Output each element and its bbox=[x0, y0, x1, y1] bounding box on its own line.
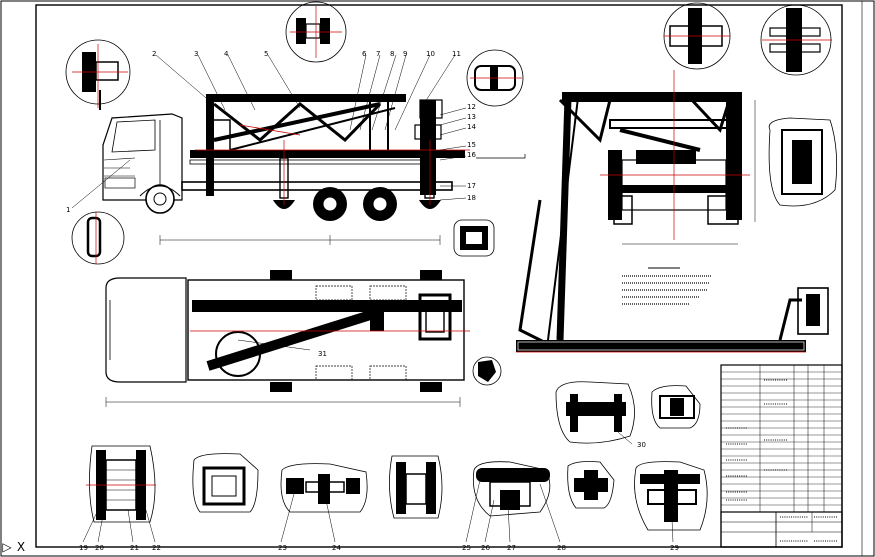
callout-2: 2 bbox=[152, 50, 156, 58]
callout-7: 7 bbox=[376, 50, 380, 58]
section-view-cross bbox=[567, 461, 615, 509]
section-view-26-28 bbox=[472, 461, 551, 517]
detail-circle-g bbox=[472, 356, 502, 386]
callout-15: 15 bbox=[467, 141, 476, 149]
truck-side-view bbox=[102, 94, 526, 245]
callout-12: 12 bbox=[467, 103, 476, 111]
section-view-29 bbox=[634, 461, 708, 531]
callout-20: 20 bbox=[95, 544, 104, 552]
truck-plan-view bbox=[105, 270, 470, 407]
callout-numbers-top: 1 2 3 4 5 6 7 8 9 10 11 12 13 14 15 16 1… bbox=[66, 50, 476, 214]
callout-27: 27 bbox=[507, 544, 516, 552]
callout-23: 23 bbox=[278, 544, 287, 552]
section-view-small bbox=[651, 385, 701, 429]
callout-28: 28 bbox=[557, 544, 566, 552]
detail-circle-c bbox=[466, 49, 524, 107]
callout-25: 25 bbox=[462, 544, 471, 552]
detail-circle-f bbox=[71, 211, 125, 265]
callout-11: 11 bbox=[452, 50, 461, 58]
callout-24: 24 bbox=[332, 544, 341, 552]
callout-13: 13 bbox=[467, 113, 476, 121]
callout-9: 9 bbox=[403, 50, 407, 58]
section-view-25 bbox=[389, 455, 443, 519]
parts-list-and-title-block bbox=[720, 364, 843, 548]
callout-26: 26 bbox=[481, 544, 490, 552]
detail-circle-a bbox=[65, 39, 131, 110]
technical-notes bbox=[622, 267, 712, 305]
detail-circle-d bbox=[663, 2, 731, 70]
play-arrow-icon[interactable]: ▷ bbox=[2, 540, 12, 554]
section-view-upper-middle bbox=[453, 219, 495, 257]
callout-17: 17 bbox=[467, 182, 476, 190]
callout-5: 5 bbox=[264, 50, 268, 58]
section-view-19-22 bbox=[86, 445, 156, 523]
callout-6: 6 bbox=[362, 50, 367, 58]
detail-circles bbox=[65, 1, 832, 386]
callout-numbers-bottom: 19 20 21 22 23 24 25 26 27 28 29 30 31 bbox=[79, 350, 679, 552]
callout-16: 16 bbox=[467, 151, 476, 159]
callout-10: 10 bbox=[426, 50, 435, 58]
callout-29: 29 bbox=[670, 544, 679, 552]
callout-19: 19 bbox=[79, 544, 88, 552]
callout-leaders-bottom bbox=[82, 479, 674, 543]
callout-4: 4 bbox=[224, 50, 229, 58]
bottom-section-views bbox=[86, 445, 708, 531]
callout-30: 30 bbox=[637, 441, 646, 449]
callout-18: 18 bbox=[467, 194, 476, 202]
callout-14: 14 bbox=[467, 123, 476, 131]
section-view-square bbox=[192, 453, 259, 513]
callout-31: 31 bbox=[318, 350, 327, 358]
callout-3: 3 bbox=[194, 50, 198, 58]
detail-circle-e bbox=[760, 4, 832, 76]
callout-21: 21 bbox=[130, 544, 139, 552]
callout-leaders bbox=[71, 54, 467, 209]
section-view-23-24 bbox=[280, 463, 368, 513]
inner-frame bbox=[35, 4, 843, 548]
callout-1: 1 bbox=[66, 206, 70, 214]
sheet-navigation: ▷X bbox=[0, 537, 38, 557]
crane-end-view bbox=[516, 70, 829, 353]
section-view-right bbox=[768, 117, 838, 207]
close-cross-icon[interactable]: X bbox=[16, 540, 26, 554]
section-view-30 bbox=[555, 381, 635, 445]
detail-circle-b bbox=[285, 1, 347, 63]
callout-8: 8 bbox=[390, 50, 394, 58]
callout-22: 22 bbox=[152, 544, 161, 552]
